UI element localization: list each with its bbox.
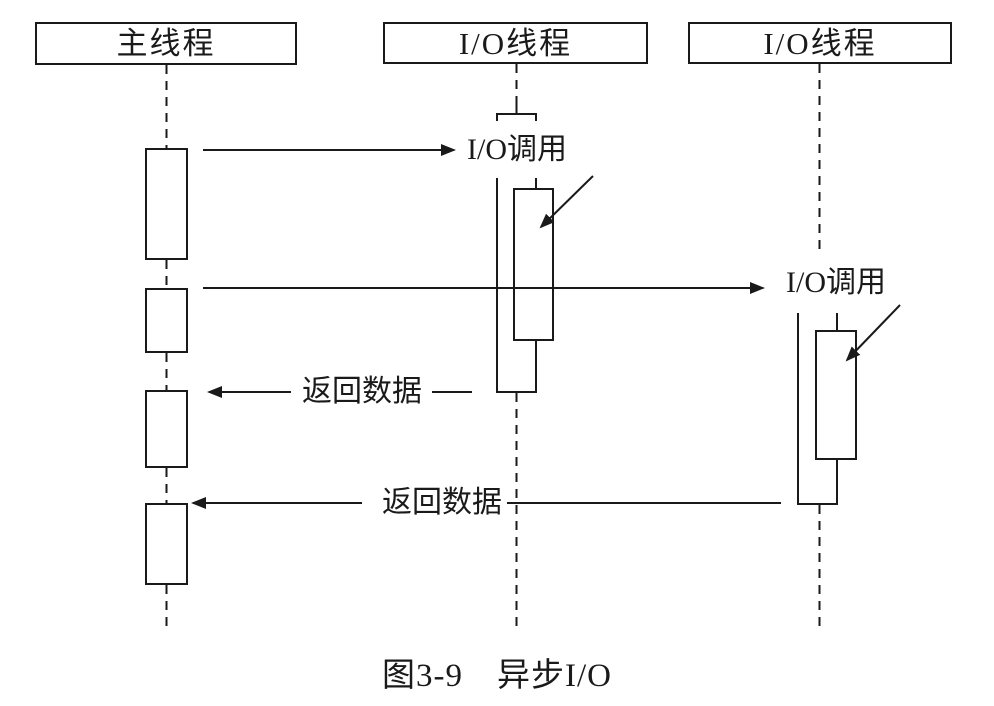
lifeline-header-main-thread: 主线程: [35, 22, 297, 65]
message-label-return-data-2: 返回数据: [382, 486, 502, 519]
activation-main-1: [145, 148, 188, 260]
activation-main-2: [145, 288, 188, 353]
figure-caption: 图3-9 异步I/O: [382, 658, 612, 694]
activation-io2-inner: [815, 330, 857, 460]
message-label-io-call-2: I/O调用: [777, 262, 895, 304]
message-label-io-call-1: I/O调用: [459, 121, 575, 178]
lifeline-header-io-thread-2: I/O线程: [688, 22, 952, 64]
activation-main-4: [145, 503, 188, 585]
message-label-return-data-1: 返回数据: [302, 375, 422, 408]
activation-main-3: [145, 390, 188, 468]
activation-io1-inner: [513, 188, 554, 341]
lifeline-header-io-thread-1: I/O线程: [383, 22, 648, 64]
